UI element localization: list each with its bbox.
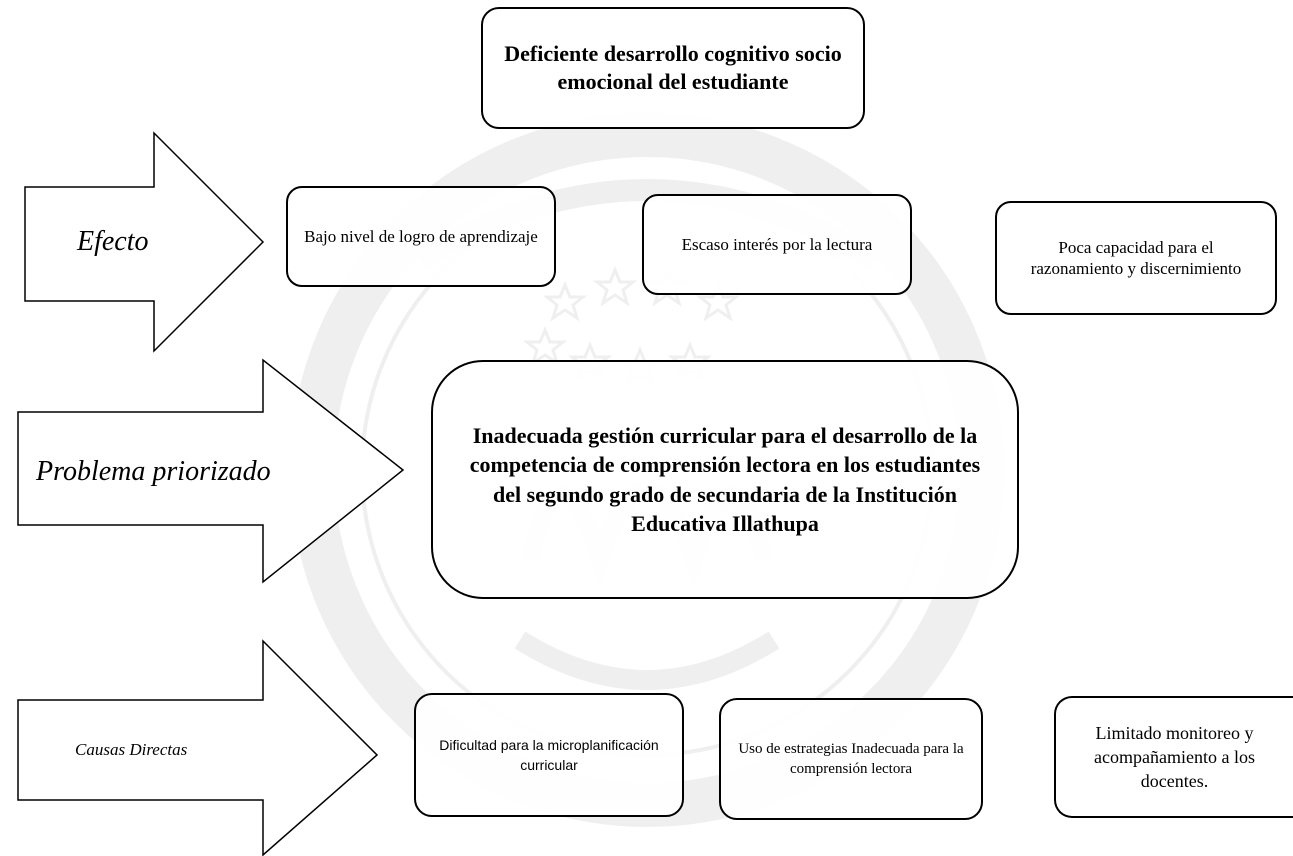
effect-box-2: Escaso interés por la lectura — [642, 194, 912, 295]
cause-box-3: Limitado monitoreo y acompañamiento a lo… — [1054, 696, 1293, 818]
cause-box-1: Dificultad para la microplanificación cu… — [414, 693, 684, 817]
efecto-arrow — [24, 131, 265, 353]
effect-box-1: Bajo nivel de logro de aprendizaje — [286, 186, 556, 287]
cause-box-2: Uso de estrategias Inadecuada para la co… — [719, 698, 983, 820]
prioritized-problem-box: Inadecuada gestión curricular para el de… — [431, 360, 1019, 599]
causas-arrow — [17, 639, 379, 856]
efecto-label: Efecto — [77, 226, 149, 257]
causas-label: Causas Directas — [75, 740, 188, 759]
problema-label: Problema priorizado — [36, 456, 271, 487]
main-effect-box: Deficiente desarrollo cognitivo socio em… — [481, 7, 865, 129]
effect-box-3: Poca capacidad para el razonamiento y di… — [995, 201, 1277, 315]
problema-arrow — [17, 358, 405, 584]
